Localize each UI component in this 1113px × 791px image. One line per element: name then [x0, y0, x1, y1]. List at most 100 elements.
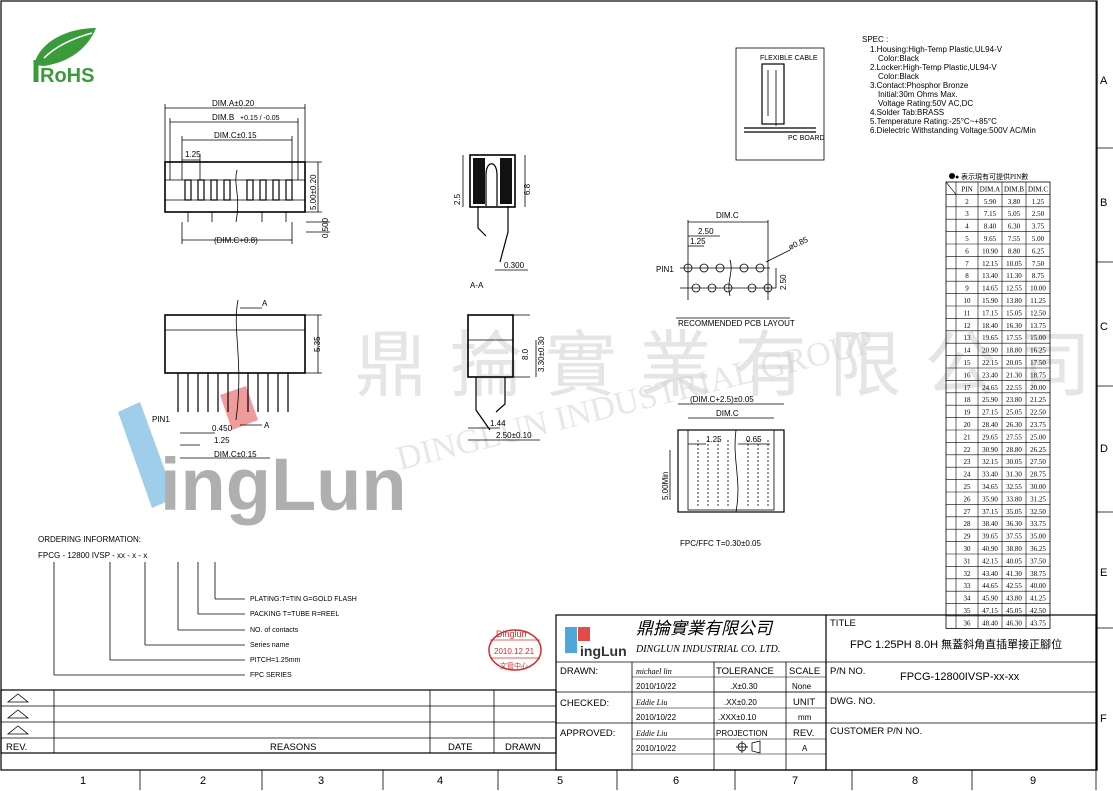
table-cell: 43.75: [1030, 619, 1046, 627]
svg-text:DIM.B: DIM.B: [212, 113, 234, 122]
svg-text:michael lin: michael lin: [636, 667, 672, 676]
svg-text:2010/10/22: 2010/10/22: [636, 713, 677, 722]
svg-text:Eddie Liu: Eddie Liu: [635, 729, 667, 738]
table-cell: 45.05: [1006, 607, 1022, 615]
svg-text:5.35: 5.35: [313, 336, 322, 352]
table-cell: 37.50: [1030, 557, 1046, 565]
svg-text:.XXX±0.10: .XXX±0.10: [718, 713, 757, 722]
table-cell: 37.15: [982, 508, 998, 516]
svg-text:DIM.C: DIM.C: [716, 211, 739, 220]
revision-block: REV. REASONS DATE DRAWN: [0, 689, 557, 754]
table-cell: 40.05: [1006, 557, 1022, 565]
svg-text:0.450: 0.450: [212, 424, 233, 433]
svg-text:REASONS: REASONS: [270, 742, 316, 753]
svg-text:P/N NO.: P/N NO.: [830, 666, 865, 677]
table-cell: 46.30: [1006, 619, 1022, 627]
table-cell: 5.05: [1008, 210, 1021, 218]
table-cell: 16: [964, 371, 972, 379]
svg-text:FPC 1.25PH 8.0H 無蓋斜角直插單接正腳位: FPC 1.25PH 8.0H 無蓋斜角直插單接正腳位: [850, 637, 1062, 651]
table-cell: 22.50: [1030, 409, 1046, 417]
table-cell: 28.75: [1030, 471, 1046, 479]
svg-text:6.Dielectric Withstanding Volt: 6.Dielectric Withstanding Voltage:500V A…: [870, 126, 1036, 135]
table-cell: 12.50: [1030, 309, 1046, 317]
svg-text:FPC/FFC T=0.30±0.05: FPC/FFC T=0.30±0.05: [680, 539, 761, 548]
section-a-a-drawing: 2.5 6.8 0.300 A-A: [453, 154, 532, 290]
table-cell: 10.00: [1030, 285, 1046, 293]
table-cell: 2.50: [1032, 210, 1045, 218]
table-cell: 37.55: [1006, 533, 1022, 541]
table-cell: 20.90: [982, 347, 998, 355]
svg-text:DIM.C±0.15: DIM.C±0.15: [214, 131, 257, 140]
svg-text:NO. of contacts: NO. of contacts: [250, 627, 299, 634]
table-cell: 32.55: [1006, 483, 1022, 491]
table-cell: 6.30: [1008, 223, 1021, 231]
front-view-drawing: A A PIN1 0.450 1.25 DIM.C±0.15 5.35: [152, 299, 322, 459]
svg-text:2.50: 2.50: [698, 227, 714, 236]
svg-text:DRAWN:: DRAWN:: [560, 666, 598, 677]
svg-text:6.8: 6.8: [523, 183, 532, 195]
svg-text:Color:Black: Color:Black: [878, 72, 920, 81]
table-cell: 33: [964, 582, 972, 590]
col-label: 9: [1030, 775, 1036, 787]
table-cell: 30.05: [1006, 458, 1022, 466]
table-cell: 9.65: [984, 235, 997, 243]
svg-text:DINGLUN INDUSTRIAL CO. LTD.: DINGLUN INDUSTRIAL CO. LTD.: [635, 644, 780, 655]
table-cell: 40.00: [1030, 582, 1046, 590]
svg-text:FLEXIBLE CABLE: FLEXIBLE CABLE: [760, 55, 818, 62]
table-header-cell: DIM.B: [1004, 185, 1024, 193]
table-cell: 31: [964, 557, 972, 565]
table-cell: 38.75: [1030, 570, 1046, 578]
table-cell: 14: [964, 347, 972, 355]
table-cell: 17: [964, 384, 972, 392]
table-cell: 11: [964, 309, 971, 317]
row-label: A: [1100, 75, 1108, 87]
row-label: E: [1100, 567, 1107, 579]
table-cell: 41.25: [1030, 595, 1046, 603]
table-cell: 10: [964, 297, 972, 305]
table-cell: 39.65: [982, 533, 998, 541]
svg-text:TOLERANCE: TOLERANCE: [716, 666, 774, 677]
table-header-cell: PIN: [961, 185, 972, 193]
svg-text:(DIM.C+2.5)±0.05: (DIM.C+2.5)±0.05: [690, 395, 754, 404]
svg-text:0.500: 0.500: [321, 217, 330, 238]
table-cell: 30.00: [1030, 483, 1046, 491]
table-cell: 42.55: [1006, 582, 1022, 590]
top-view-drawing: DIM.A±0.20 DIM.B +0.15 / -0.05 DIM.C±0.1…: [164, 99, 330, 245]
table-cell: 15.00: [1030, 334, 1046, 342]
svg-text:PITCH=1.25mm: PITCH=1.25mm: [250, 657, 301, 664]
table-cell: 7.50: [1032, 260, 1045, 268]
svg-text:Eddie Liu: Eddie Liu: [635, 698, 667, 707]
table-cell: 16.30: [1006, 322, 1022, 330]
svg-text:文管中心: 文管中心: [500, 661, 528, 670]
svg-text:TITLE: TITLE: [830, 618, 856, 629]
table-cell: 19: [964, 409, 972, 417]
ordering-information: ORDERING INFORMATION: FPCG - 12800 IVSP …: [38, 535, 357, 679]
table-cell: 47.15: [982, 607, 998, 615]
table-cell: 12.15: [982, 260, 998, 268]
table-header-cell: DIM.A: [980, 185, 1000, 193]
table-cell: 25.00: [1030, 433, 1046, 441]
table-cell: 18.80: [1006, 347, 1022, 355]
table-corner-line: [945, 181, 957, 195]
table-cell: 32.15: [982, 458, 998, 466]
col-label: 2: [200, 775, 206, 787]
table-cell: 13: [964, 334, 972, 342]
table-cell: 28.40: [982, 421, 998, 429]
svg-text:ingLun: ingLun: [160, 443, 407, 526]
table-cell: 35.00: [1030, 533, 1046, 541]
table-cell: 9: [965, 285, 969, 293]
col-label: 3: [318, 775, 324, 787]
table-cell: 3.80: [1008, 198, 1021, 206]
rohs-logo: RoHS: [33, 28, 96, 87]
svg-text:0.300: 0.300: [504, 261, 525, 270]
table-cell: 27.15: [982, 409, 998, 417]
svg-text:ø0.85: ø0.85: [787, 235, 810, 252]
svg-text:2010/10/22: 2010/10/22: [636, 682, 677, 691]
svg-text:PIN1: PIN1: [152, 415, 170, 424]
svg-text:DWG. NO.: DWG. NO.: [830, 696, 875, 707]
table-cell: 21: [964, 433, 972, 441]
table-cell: 35.90: [982, 495, 998, 503]
svg-text:DIM.C±0.15: DIM.C±0.15: [214, 450, 257, 459]
table-cell: 15: [964, 359, 972, 367]
table-cell: 38.40: [982, 520, 998, 528]
